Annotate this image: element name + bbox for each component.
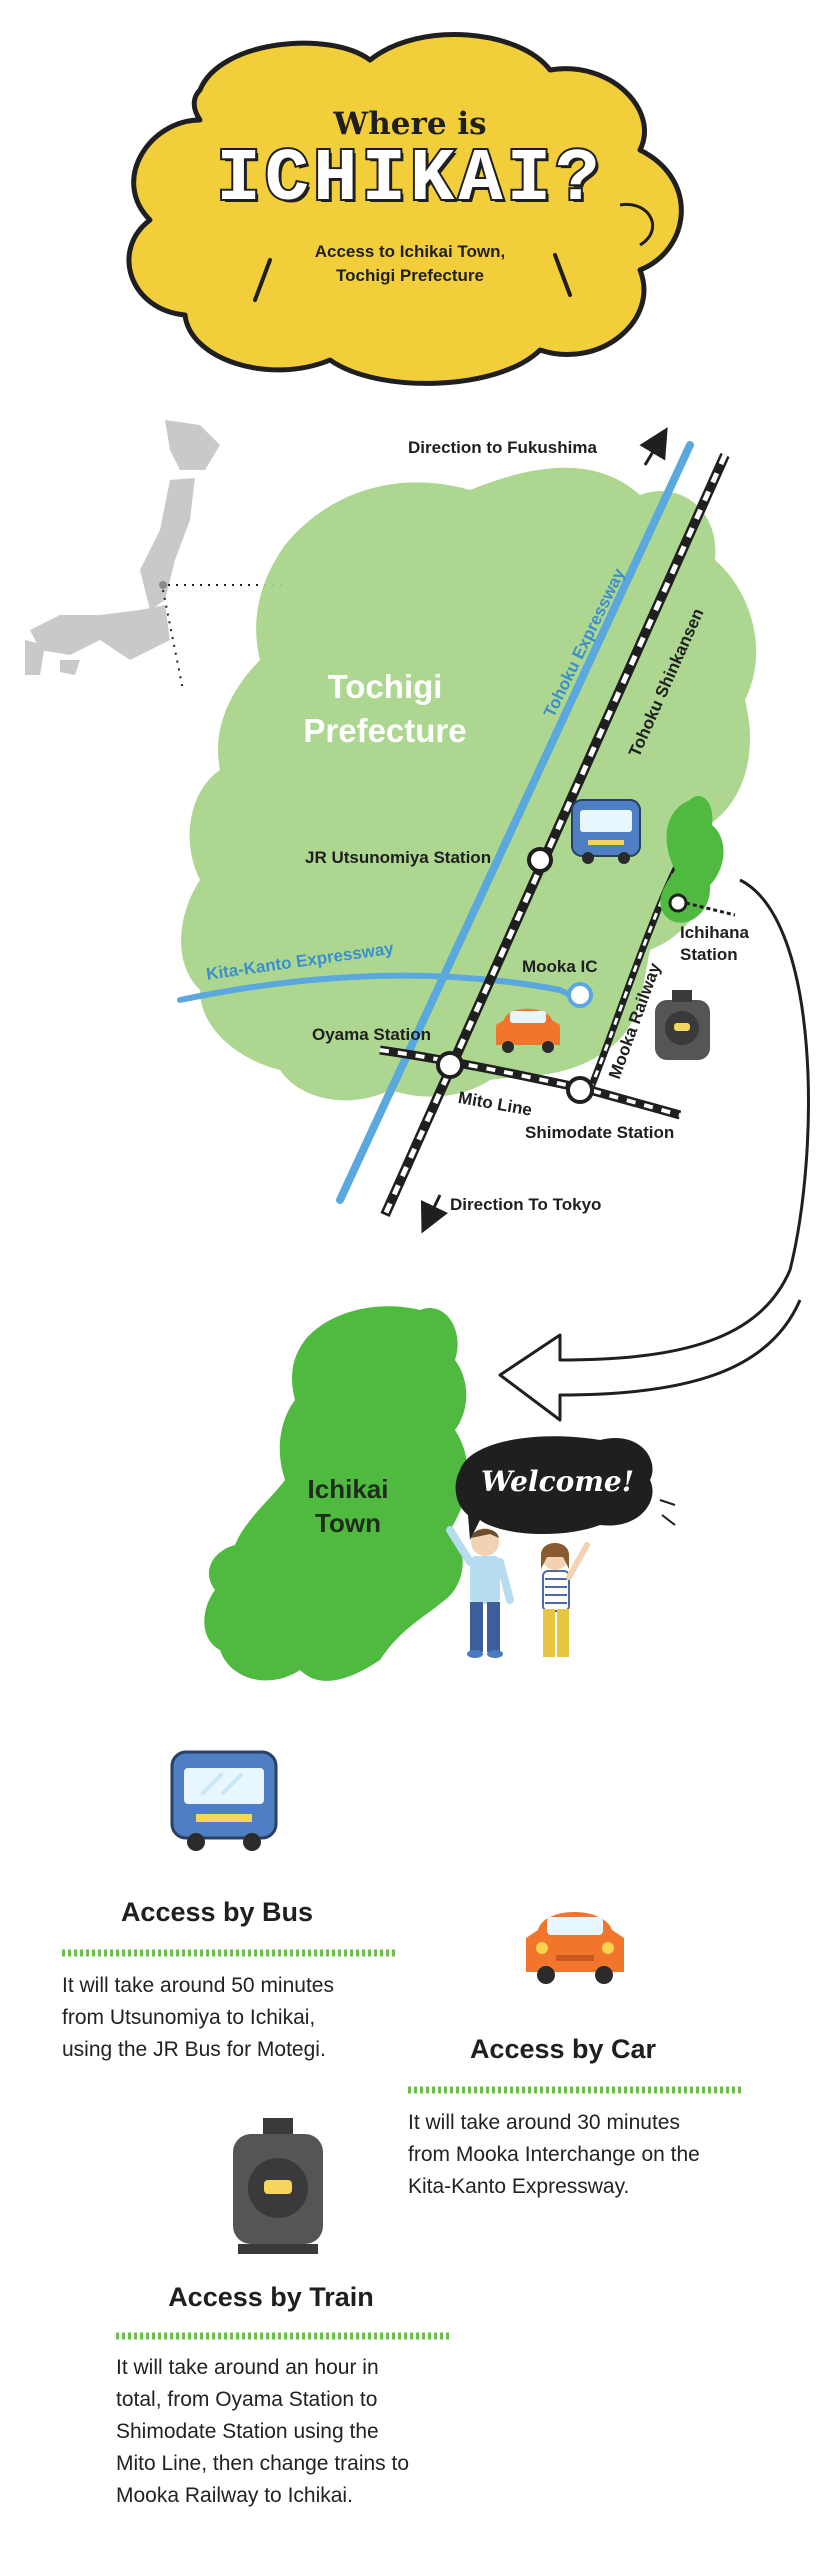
access-car-title: Access by Car [469,2034,657,2064]
access-train-title: Access by Train [168,2282,374,2312]
kita-kanto-expressway-line [177,972,583,1003]
jr-utsunomiya-station-label: JR Utsunomiya Station [305,848,492,867]
access-car-text: It will take around 30 minutes from Mook… [408,2107,788,2203]
boy-illustration [446,1526,514,1658]
access-car-icon [526,1912,624,1984]
car-text-line: from Mooka Interchange on the [408,2143,700,2166]
direction-tokyo-label: Direction To Tokyo [450,1195,602,1214]
town-line1: Ichikai [307,1474,389,1504]
access-bus-text: It will take around 50 minutes from Utsu… [62,1970,422,2066]
title-ichikai: ICHIKAI? [214,136,604,224]
bus-icon [571,799,641,864]
bus-text-line: using the JR Bus for Motegi. [62,2038,326,2061]
oyama-station-label: Oyama Station [312,1025,432,1044]
ichikai-town-zoom-shape [204,1306,468,1681]
ichihana-line2: Station [680,945,738,964]
ichihana-station-label: Ichihana Station [680,922,749,966]
car-text-line: Kita-Kanto Expressway. [408,2175,630,2198]
subtitle-line2: Tochigi Prefecture [336,266,484,285]
car-icon [496,1008,560,1053]
access-train-text: It will take around an hour in total, fr… [116,2352,516,2512]
oyama-station-node [436,1051,464,1079]
prefecture-line1: Tochigi [327,668,443,705]
jr-utsunomiya-station-node [527,847,553,873]
prefecture-line2: Prefecture [303,712,467,749]
train-text-line: Shimodate Station using the [116,2420,379,2443]
tochigi-prefecture-shape [181,467,757,1101]
train-text-line: Mito Line, then change trains to [116,2452,410,2475]
japan-map-icon [25,420,285,691]
title-where-is: Where is [333,106,487,142]
mooka-ic-label: Mooka IC [522,957,598,976]
access-bus-icon [170,1750,278,1851]
prefecture-label: Tochigi Prefecture [275,665,495,753]
south-arrow-icon [420,1194,449,1234]
train-text-line: Mooka Railway to Ichikai. [116,2484,353,2507]
shimodate-station-label: Shimodate Station [525,1123,675,1142]
bus-text-line: It will take around 50 minutes [62,1974,334,1997]
shimodate-station-node [566,1076,594,1104]
ichikai-town-label: Ichikai Town [288,1472,408,1540]
train-icon [655,990,710,1060]
ichikai-town-map-area [660,796,724,923]
ichihana-line1: Ichihana [680,923,749,942]
town-line2: Town [315,1508,381,1538]
tohoku-expressway-line [336,441,694,1204]
north-arrow-icon [639,427,668,466]
access-train-icon [233,2118,323,2254]
title-subtitle: Access to Ichikai Town, Tochigi Prefectu… [240,240,580,288]
bus-text-line: from Utsunomiya to Ichikai, [62,2006,316,2029]
car-text-line: It will take around 30 minutes [408,2111,680,2134]
access-bus-title: Access by Bus [120,1897,314,1927]
mooka-ic-node [567,982,593,1008]
welcome-bubble [455,1436,676,1540]
zoom-arrow [498,878,810,1422]
welcome-text: Welcome! [480,1465,635,1498]
subtitle-line1: Access to Ichikai Town, [314,242,506,261]
tohoku-shinkansen-line [380,452,730,1218]
title-cloud [126,32,684,386]
direction-fukushima-label: Direction to Fukushima [408,438,597,457]
girl-illustration [541,1542,590,1657]
train-text-line: total, from Oyama Station to [116,2388,378,2411]
train-text-line: It will take around an hour in [116,2356,379,2379]
ichihana-station-node [668,893,688,913]
